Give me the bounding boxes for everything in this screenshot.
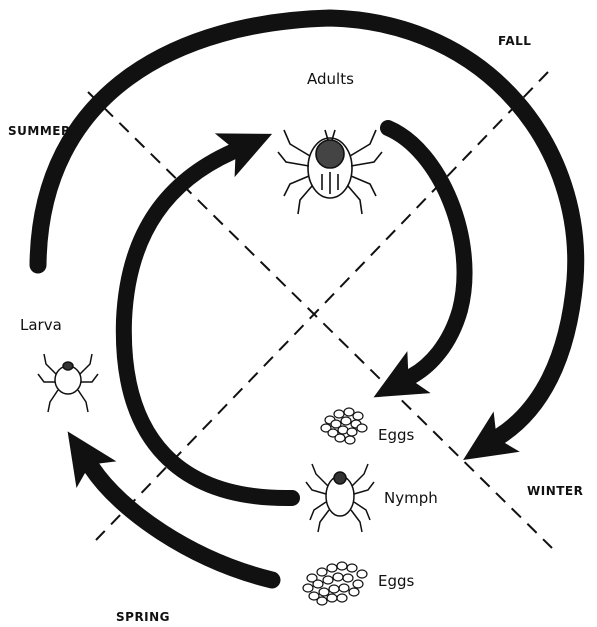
nymph-to-adults-arrow (124, 152, 292, 498)
stage-label-eggs-lower: Eggs (378, 572, 414, 590)
adult-tick-icon (278, 130, 382, 214)
season-label-winter: WINTER (527, 484, 583, 498)
larva-tick-icon (38, 354, 98, 412)
stage-label-eggs-upper: Eggs (378, 426, 414, 444)
eggs-to-larva-arrow (92, 468, 272, 580)
stage-label-adults: Adults (307, 70, 354, 88)
stage-label-nymph: Nymph (384, 489, 438, 507)
adults-to-eggs-arrow (388, 128, 465, 376)
season-label-fall: FALL (498, 34, 531, 48)
season-label-spring: SPRING (116, 610, 170, 624)
egg-cluster-icon (303, 562, 367, 605)
stage-label-larva: Larva (20, 316, 62, 334)
nymph-tick-icon (306, 464, 374, 532)
season-label-summer: SUMMER (8, 124, 71, 138)
egg-cluster-icon (321, 408, 367, 444)
